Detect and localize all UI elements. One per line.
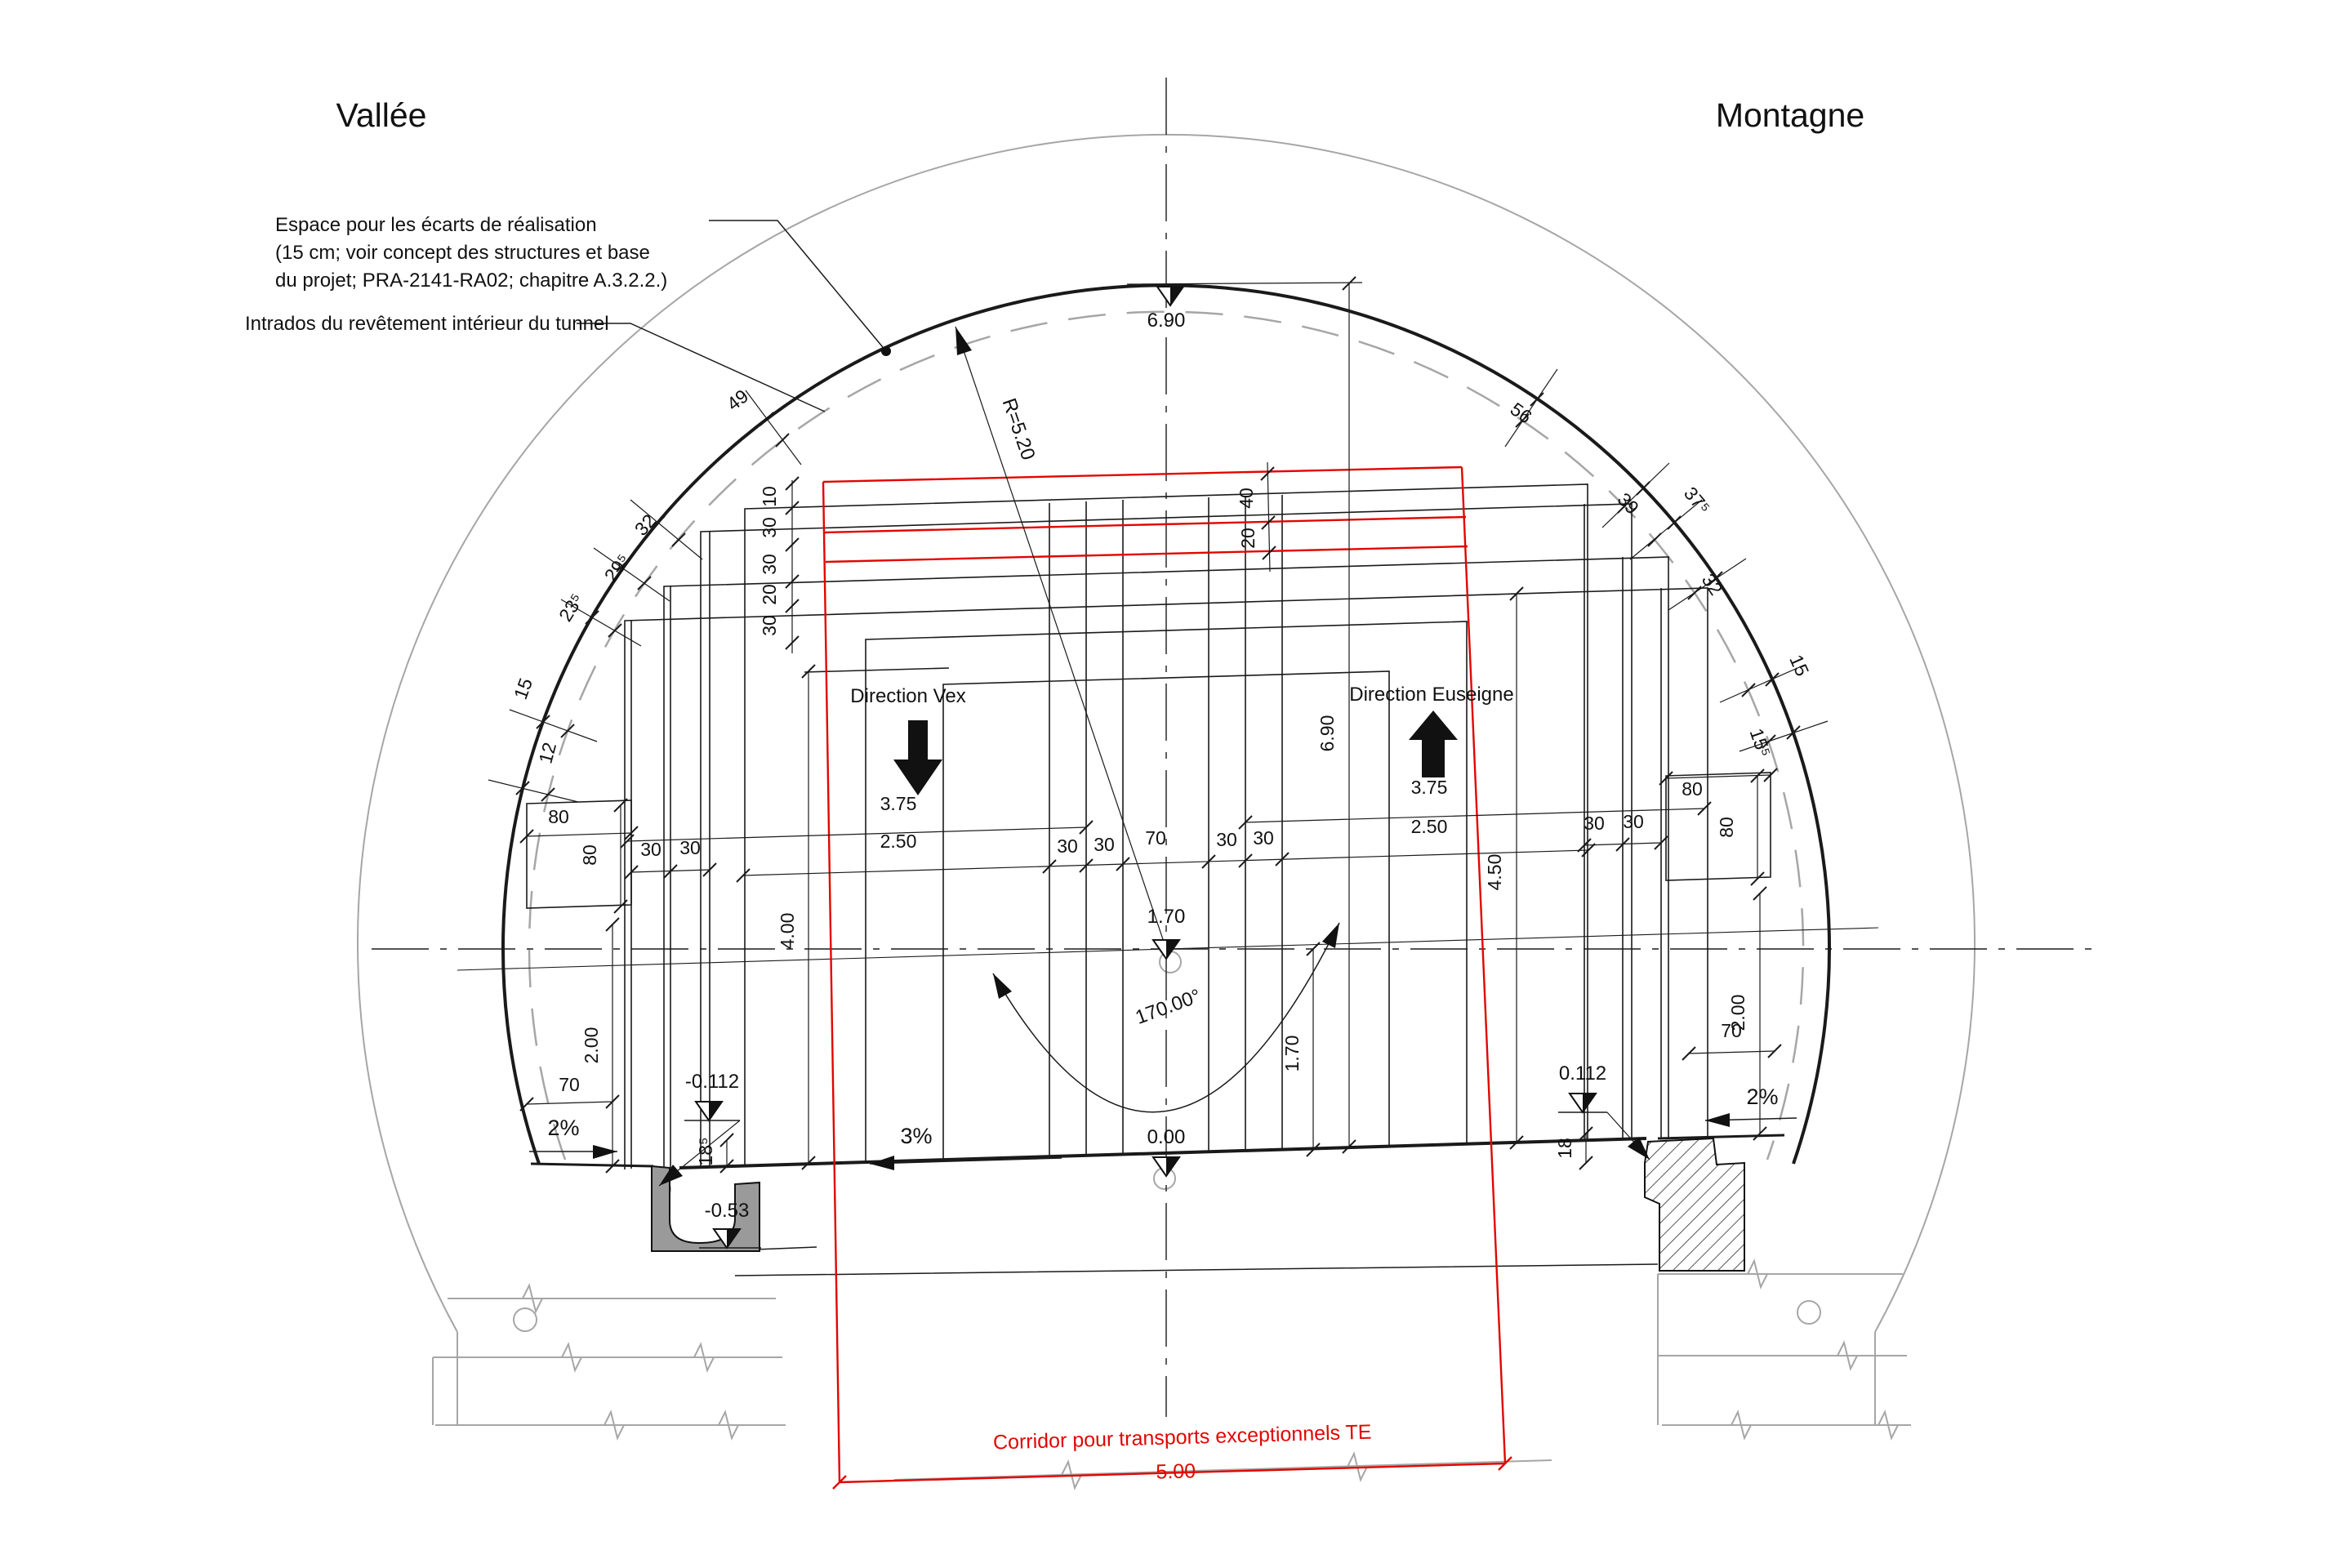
annotation-tolerance-3: du projet; PRA-2141-RA02; chapitre A.3.2… — [275, 270, 667, 292]
arc-dim-l4: 23⁵ — [555, 590, 588, 626]
slope-right-arrowhead — [1705, 1113, 1730, 1127]
slope-left-arrowhead — [593, 1145, 617, 1159]
slope-long-arrowhead — [870, 1156, 894, 1170]
arrow-down-vex — [893, 720, 942, 795]
level-gutter-top: -0.112 — [685, 1071, 739, 1093]
dim-wall-left-h: 2.00 — [581, 1027, 602, 1064]
arrow-up-euseigne — [1409, 710, 1458, 777]
crown-chain-l5: 30 — [759, 615, 780, 636]
arc-dim-l1: 49 — [723, 385, 752, 415]
dim-lane-left: 3.75 — [880, 793, 917, 814]
arc-thickness-dims — [488, 368, 1829, 803]
dim-s30-3: 30 — [1216, 829, 1237, 850]
radius-line — [955, 326, 1167, 950]
dimension-ticks — [519, 276, 1782, 1174]
level-gutter-invert: -0.53 — [705, 1200, 750, 1222]
arc-dim-l3: 29⁵ — [600, 550, 635, 586]
level-markers — [658, 286, 1650, 1249]
dim-env-left: 4.00 — [777, 913, 798, 950]
dim-wall30-l1: 30 — [640, 839, 662, 860]
level-road-marker — [1152, 1156, 1180, 1177]
slope-left: 2% — [547, 1116, 579, 1140]
niche-right — [1665, 772, 1771, 881]
dim-clearance-h: 6.90 — [1316, 715, 1338, 752]
dim-axis-h: 1.70 — [1281, 1036, 1303, 1072]
corridor-width: 5.00 — [1156, 1459, 1196, 1483]
dim-niche-right-h: 80 — [1716, 817, 1737, 838]
dim-s30-1: 30 — [1057, 835, 1078, 857]
crown-chain-l3: 30 — [759, 554, 780, 575]
direction-arrows — [893, 710, 1458, 795]
dim-strip: 70 — [1145, 827, 1166, 849]
level-axis: 1.70 — [1147, 906, 1186, 928]
slope-arrows — [529, 1113, 1797, 1170]
niche-left — [526, 800, 632, 909]
arc-dim-r5: 15 — [1785, 652, 1813, 679]
radius-arrowhead — [956, 327, 972, 355]
dim-s30-2: 30 — [1094, 834, 1115, 855]
arc-dim-l6: 12 — [534, 740, 560, 765]
dim-wall-right-h: 2.00 — [1727, 995, 1748, 1031]
slope-long: 3% — [900, 1124, 932, 1148]
level-apex-marker — [1156, 286, 1184, 306]
labels: Vallée Montagne Espace pour les écarts d… — [245, 96, 1864, 1484]
level-apex: 6.90 — [1147, 310, 1186, 332]
dim-lane-right: 3.75 — [1411, 777, 1448, 798]
radius-label: R=5.20 — [998, 395, 1040, 463]
title-left: Vallée — [336, 96, 427, 134]
direction-euseigne-label: Direction Euseigne — [1349, 684, 1513, 706]
slope-right: 2% — [1746, 1085, 1778, 1109]
arc-dim-l5: 15 — [510, 675, 537, 702]
dim-curb-right: 18 — [1554, 1138, 1575, 1159]
annotation-tolerance-1: Espace pour les écarts de réalisation — [275, 214, 597, 236]
dim-niche-left-off: 70 — [559, 1074, 580, 1095]
level-gutter-top-marker — [695, 1101, 723, 1121]
curb-block-hatched — [1644, 1137, 1745, 1272]
dim-s30-4: 30 — [1253, 827, 1274, 849]
dim-wall30-l2: 30 — [679, 837, 701, 858]
dim-niche-right-off: 70 — [1721, 1020, 1742, 1041]
angle-arc — [992, 922, 1340, 1113]
level-road: 0.00 — [1147, 1126, 1186, 1148]
arc-dim-r6: 15⁵ — [1746, 726, 1775, 760]
angle-label: 170.00° — [1133, 985, 1204, 1029]
dim-wall30-r1: 30 — [1584, 813, 1605, 834]
crown-chain-l1: 10 — [759, 486, 780, 507]
annotation-leaders — [577, 220, 891, 412]
dim-env-right: 4.50 — [1484, 854, 1505, 891]
annotation-tolerance-2: (15 cm; voir concept des structures et b… — [275, 242, 650, 264]
title-right: Montagne — [1716, 96, 1864, 134]
arc-dim-l2: 32 — [630, 510, 660, 539]
annotation-intrados: Intrados du revêtement intérieur du tunn… — [245, 313, 609, 335]
arc-dim-r3: 37⁵ — [1680, 483, 1714, 519]
road-surface — [679, 1137, 1647, 1169]
direction-vex-label: Direction Vex — [850, 685, 965, 707]
level-curb: 0.112 — [1559, 1062, 1606, 1085]
corridor-label: Corridor pour transports exceptionnels T… — [993, 1421, 1372, 1454]
arc-dim-r1: 56 — [1507, 398, 1536, 427]
te-corridor — [822, 466, 1512, 1490]
dimension-lines — [526, 282, 1775, 1166]
crown-chain-l2: 30 — [759, 517, 780, 538]
dim-curb-left: 18⁵ — [695, 1137, 716, 1165]
dim-niche-right-w: 80 — [1682, 778, 1703, 800]
level-curb-marker — [1569, 1093, 1597, 1113]
dim-cw-left: 2.50 — [880, 831, 917, 852]
crown-chain-l4: 20 — [759, 584, 780, 605]
dim-niche-left-w: 80 — [548, 806, 569, 827]
dim-cw-right: 2.50 — [1411, 816, 1448, 837]
corridor-width-dim-line — [839, 1462, 1506, 1484]
crown-chain-r2: 20 — [1237, 528, 1258, 549]
dim-wall30-r2: 30 — [1623, 811, 1644, 832]
crown-chain-r1: 40 — [1236, 488, 1257, 509]
dim-niche-left-h: 80 — [579, 844, 600, 866]
